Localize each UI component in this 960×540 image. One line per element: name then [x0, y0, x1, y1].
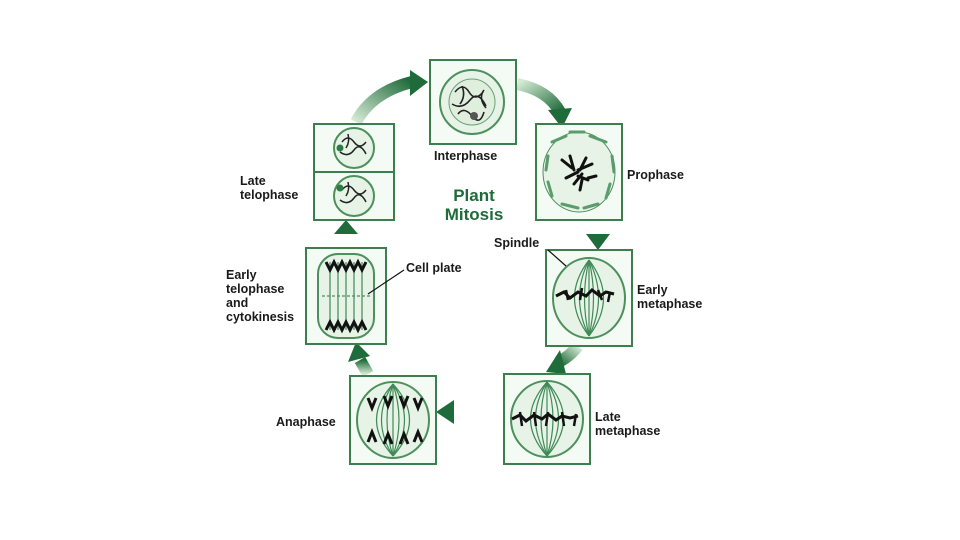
label-late-metaphase-line-1: Late: [595, 410, 621, 424]
label-late-telophase-line-1: Late: [240, 174, 266, 188]
label-early-telophase-line-3: and: [226, 296, 249, 310]
arrow-interphase-to-prophase: [515, 78, 572, 128]
arrow-prophase-to-early-metaphase: [586, 222, 610, 250]
arrow-late-telophase-to-interphase: [350, 70, 428, 126]
label-prophase: Prophase: [627, 168, 684, 182]
label-early-metaphase-line-1: Early: [637, 283, 668, 297]
label-early-metaphase: Early metaphase: [637, 283, 702, 311]
late-metaphase-cell: [503, 373, 591, 465]
arrow-early-metaphase-to-late-metaphase: [546, 342, 583, 374]
early-metaphase-cell: [545, 249, 633, 347]
label-early-metaphase-line-2: metaphase: [637, 297, 703, 311]
label-early-telophase-line-2: telophase: [226, 282, 285, 296]
label-early-telophase: Early telophase and cytokinesis: [226, 268, 294, 324]
title-line-1: Plant: [453, 186, 495, 205]
annotation-cell-plate: Cell plate: [406, 261, 462, 275]
label-anaphase: Anaphase: [276, 415, 336, 429]
spindle-leader-line: [547, 249, 567, 267]
early-telophase-cell: [305, 247, 387, 345]
arrow-late-metaphase-to-anaphase: [436, 400, 502, 424]
label-early-telophase-line-1: Early: [226, 268, 257, 282]
label-late-telophase-line-2: telophase: [240, 188, 299, 202]
title-line-2: Mitosis: [444, 205, 504, 224]
arrow-anaphase-to-early-telophase: [348, 342, 374, 377]
late-telophase-cell: [313, 123, 395, 221]
label-late-metaphase: Late metaphase: [595, 410, 660, 438]
label-late-telophase: Late telophase: [240, 174, 298, 202]
annotation-spindle: Spindle: [494, 236, 540, 250]
anaphase-cell: [349, 375, 437, 465]
label-late-metaphase-line-2: metaphase: [595, 424, 661, 438]
arrow-early-telophase-to-late-telophase: [334, 220, 358, 246]
cell-plate-leader-line: [367, 269, 405, 295]
prophase-cell: [535, 123, 623, 221]
label-early-telophase-line-4: cytokinesis: [226, 310, 295, 324]
interphase-cell: [429, 59, 517, 145]
label-interphase: Interphase: [434, 149, 498, 163]
diagram-title: Plant Mitosis: [434, 186, 514, 224]
